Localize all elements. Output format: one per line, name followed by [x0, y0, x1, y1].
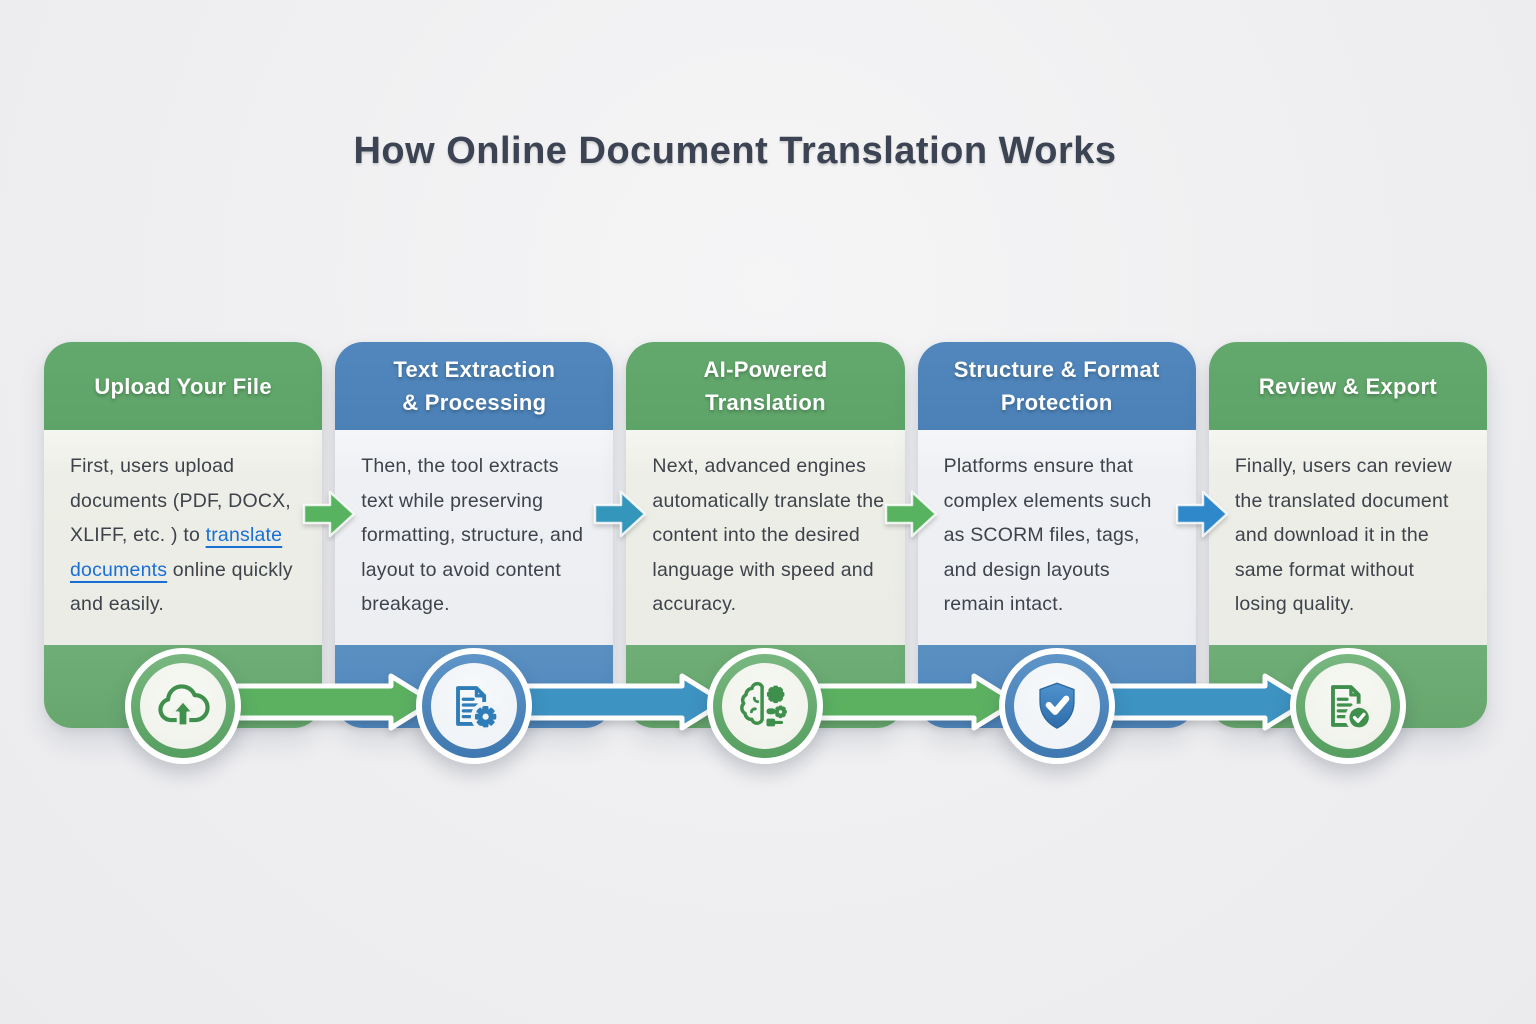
- ai-brain-gears-icon: [722, 663, 808, 749]
- step-text: online quickly and easily.: [70, 558, 293, 616]
- step-description: Next, advanced engines automatically tra…: [626, 430, 905, 645]
- arrow-right-icon: [884, 490, 938, 538]
- step-text: First, users upload documents (PDF, DOCX…: [70, 455, 291, 546]
- flow-arrow-icon: [1084, 673, 1310, 731]
- page-title: How Online Document Translation Works: [353, 130, 1117, 172]
- step-description: Finally, users can review the translated…: [1208, 430, 1488, 645]
- document-gear-icon: [431, 663, 517, 749]
- step-title-line1: AI-Powered: [703, 357, 828, 382]
- step-title-line2: Protection: [1000, 390, 1113, 415]
- step-title-line2: Translation: [705, 390, 826, 415]
- step-title-line1: Upload Your File: [94, 373, 272, 399]
- flow-arrow-icon: [501, 673, 727, 731]
- step-title: Review & Export: [1208, 342, 1488, 430]
- step-description: First, users upload documents (PDF, DOCX…: [44, 430, 323, 645]
- step-icon-badge: [416, 648, 532, 764]
- step-title-line2: & Processing: [402, 390, 547, 415]
- process-flow: Upload Your File First, users upload doc…: [44, 342, 1488, 772]
- step-title-line1: Review & Export: [1258, 373, 1437, 399]
- document-check-icon: [1305, 663, 1391, 749]
- step-description: Platforms ensure that complex elements s…: [917, 430, 1196, 645]
- step-title: Upload Your File: [44, 342, 323, 430]
- flow-arrow-icon: [210, 673, 436, 731]
- step-title: Text Extraction & Processing: [335, 342, 614, 430]
- translate-documents-link[interactable]: translate documents: [70, 524, 283, 581]
- shield-check-icon: [1014, 663, 1100, 749]
- step-icon-badge: [1290, 648, 1406, 764]
- cloud-upload-icon: [140, 663, 226, 749]
- flow-arrow-icon: [793, 673, 1019, 731]
- step-description: Then, the tool extracts text while prese…: [335, 430, 614, 645]
- arrow-right-icon: [593, 490, 647, 538]
- step-icon-badge: [125, 648, 241, 764]
- step-icon-badge: [707, 648, 823, 764]
- step-icon-badge: [999, 648, 1115, 764]
- step-title-line1: Structure & Format: [953, 357, 1160, 382]
- step-title-line1: Text Extraction: [393, 357, 556, 382]
- arrow-right-icon: [1175, 490, 1229, 538]
- arrow-right-icon: [302, 490, 356, 538]
